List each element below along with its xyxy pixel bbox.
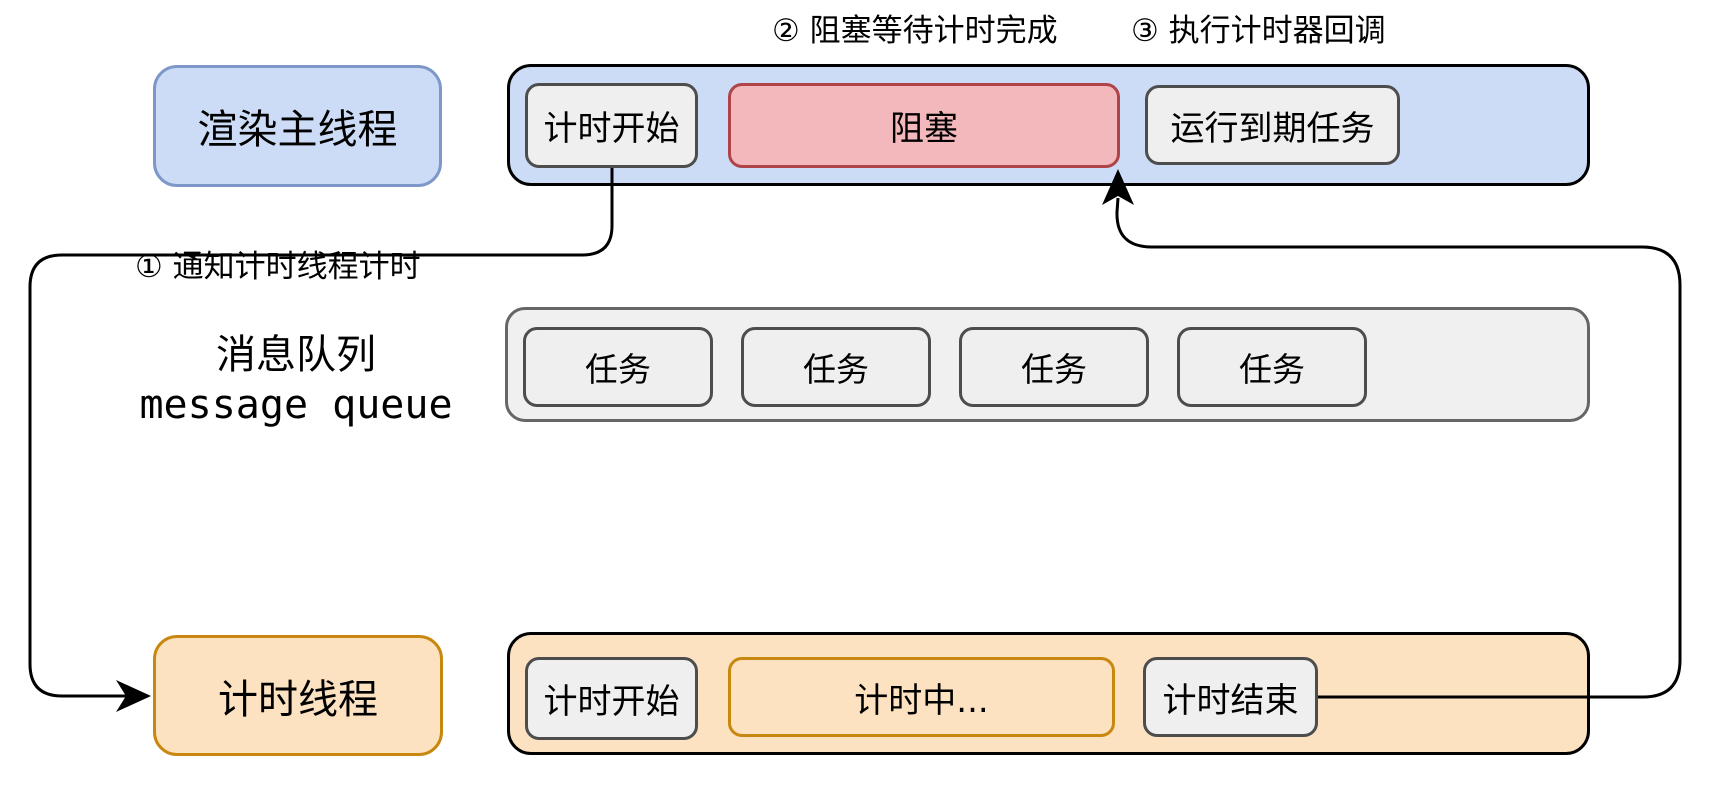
timer-end-block: 计时结束 [1143,657,1318,737]
main-run-due-tasks-block: 运行到期任务 [1145,85,1400,165]
arrow-notify-timer-thread [28,168,614,698]
annotation-step2: ② 阻塞等待计时完成 [772,13,1058,49]
message-queue-label: 消息队列 message queue [135,330,457,430]
queue-task-4: 任务 [1177,327,1367,407]
message-queue-label-zh: 消息队列 [216,332,376,378]
queue-task-3: 任务 [959,327,1149,407]
timer-start-block: 计时开始 [525,657,698,740]
annotation-step3: ③ 执行计时器回调 [1131,13,1386,49]
arrow-notify-timer-thread-head [116,680,151,712]
queue-task-2: 任务 [741,327,931,407]
annotation-step1: ① 通知计时线程计时 [135,249,421,285]
arrow-timer-callback [1115,197,1682,699]
queue-task-1: 任务 [523,327,713,407]
message-queue-label-en: message queue [139,382,453,428]
main-blocked-block: 阻塞 [728,83,1120,168]
main-thread-label: 渲染主线程 [153,65,442,187]
timer-timing-block: 计时中... [728,657,1115,737]
main-timer-start-block: 计时开始 [525,83,698,168]
timer-thread-label: 计时线程 [153,635,443,756]
